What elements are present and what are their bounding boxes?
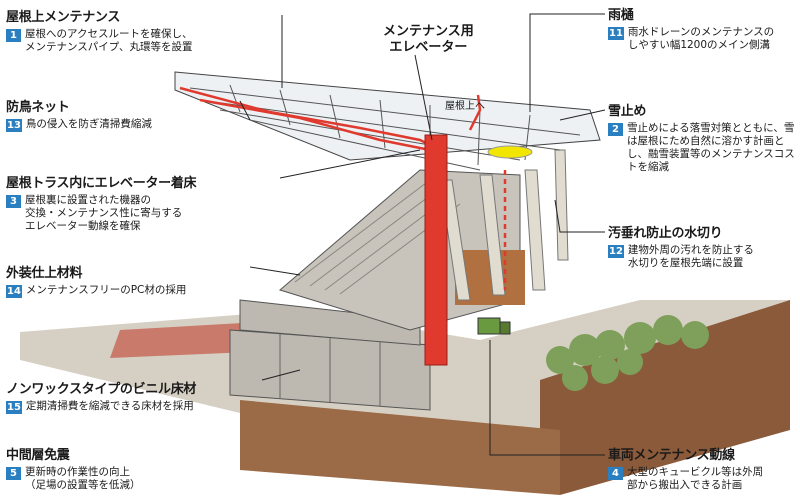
callout-vehicle: 車両メンテナンス動線 4 大型のキュービクル等は外周 部から搬出入できる計画: [608, 444, 796, 492]
callout-desc: 屋根裏に設置された機器の 交換・メンテナンス性に寄与する エレベーター動線を確保: [25, 194, 183, 232]
trees: [546, 315, 709, 391]
roof-truss: [189, 84, 581, 171]
callout-elevator-floor: 屋根トラス内にエレベーター着床 3 屋根裏に設置された機器の 交換・メンテナンス性…: [6, 172, 276, 233]
callout-title: 中間層免震: [6, 448, 70, 463]
snow-stop-marker: [487, 145, 533, 159]
number-badge: 2: [608, 123, 623, 136]
number-badge: 14: [6, 285, 22, 298]
number-badge: 11: [608, 27, 624, 40]
callout-title: 屋根トラス内にエレベーター着床: [6, 176, 197, 191]
callout-roof-maintenance: 屋根上メンテナンス 1 屋根へのアクセスルートを確保し、 メンテナンスパイプ、丸環…: [6, 6, 278, 54]
callout-title: 外装仕上材料: [6, 266, 83, 281]
elevator-shaft: [424, 134, 448, 366]
number-badge: 5: [6, 467, 21, 480]
callout-snow: 雪止め 2 雪止めによる落雪対策とともに、雪は屋根にため自然に溶かす計画とし、融雪…: [608, 100, 796, 174]
callout-desc: 雪止めによる落雪対策とともに、雪は屋根にため自然に溶かす計画とし、融雪装置等のメ…: [627, 122, 795, 173]
callout-desc: 雨水ドレーンのメンテナンスの しやすい幅1200のメイン側溝: [627, 26, 775, 51]
callout-desc: 大型のキュービクル等は外周 部から搬出入できる計画: [627, 466, 764, 491]
earth-block: [540, 300, 790, 495]
callout-title: 防鳥ネット: [6, 100, 70, 115]
callout-title: 雪止め: [608, 104, 647, 119]
roof-arrow-label: 屋根上へ: [445, 101, 485, 112]
ground-path: [110, 322, 260, 358]
callout-title: 車両メンテナンス動線: [608, 448, 735, 463]
callout-title: 雨樋: [608, 8, 634, 23]
number-badge: 15: [6, 401, 22, 414]
callout-title: 汚垂れ防止の水切り: [608, 226, 723, 241]
callout-title: 屋根上メンテナンス: [6, 10, 121, 25]
number-badge: 3: [6, 195, 21, 208]
callout-seismic: 中間層免震 5 更新時の作業性の向上 （足場の設置等を低減）: [6, 444, 246, 492]
leader-lines: [239, 13, 606, 456]
callout-desc: メンテナンスフリーのPC材の採用: [25, 284, 187, 296]
number-badge: 1: [6, 29, 21, 42]
callout-desc: 屋根へのアクセスルートを確保し、 メンテナンスパイプ、丸環等を設置: [25, 28, 193, 53]
callout-desc: 鳥の侵入を防ぎ清掃費縮減: [25, 118, 152, 130]
callout-title: ノンワックスタイプのビニル床材: [6, 382, 197, 397]
callout-desc: 更新時の作業性の向上 （足場の設置等を低減）: [25, 466, 141, 491]
earth-front: [240, 400, 560, 495]
number-badge: 13: [6, 119, 22, 132]
number-badge: 12: [608, 245, 624, 258]
callout-desc: 建物外周の汚れを防止する 水切りを屋根先端に設置: [627, 244, 754, 269]
elevator-label: メンテナンス用 エレベーター: [383, 24, 474, 55]
callout-desc: 定期清掃費を縮減できる床材を採用: [25, 400, 194, 412]
number-badge: 4: [608, 467, 623, 480]
maintenance-truck: [477, 317, 511, 335]
